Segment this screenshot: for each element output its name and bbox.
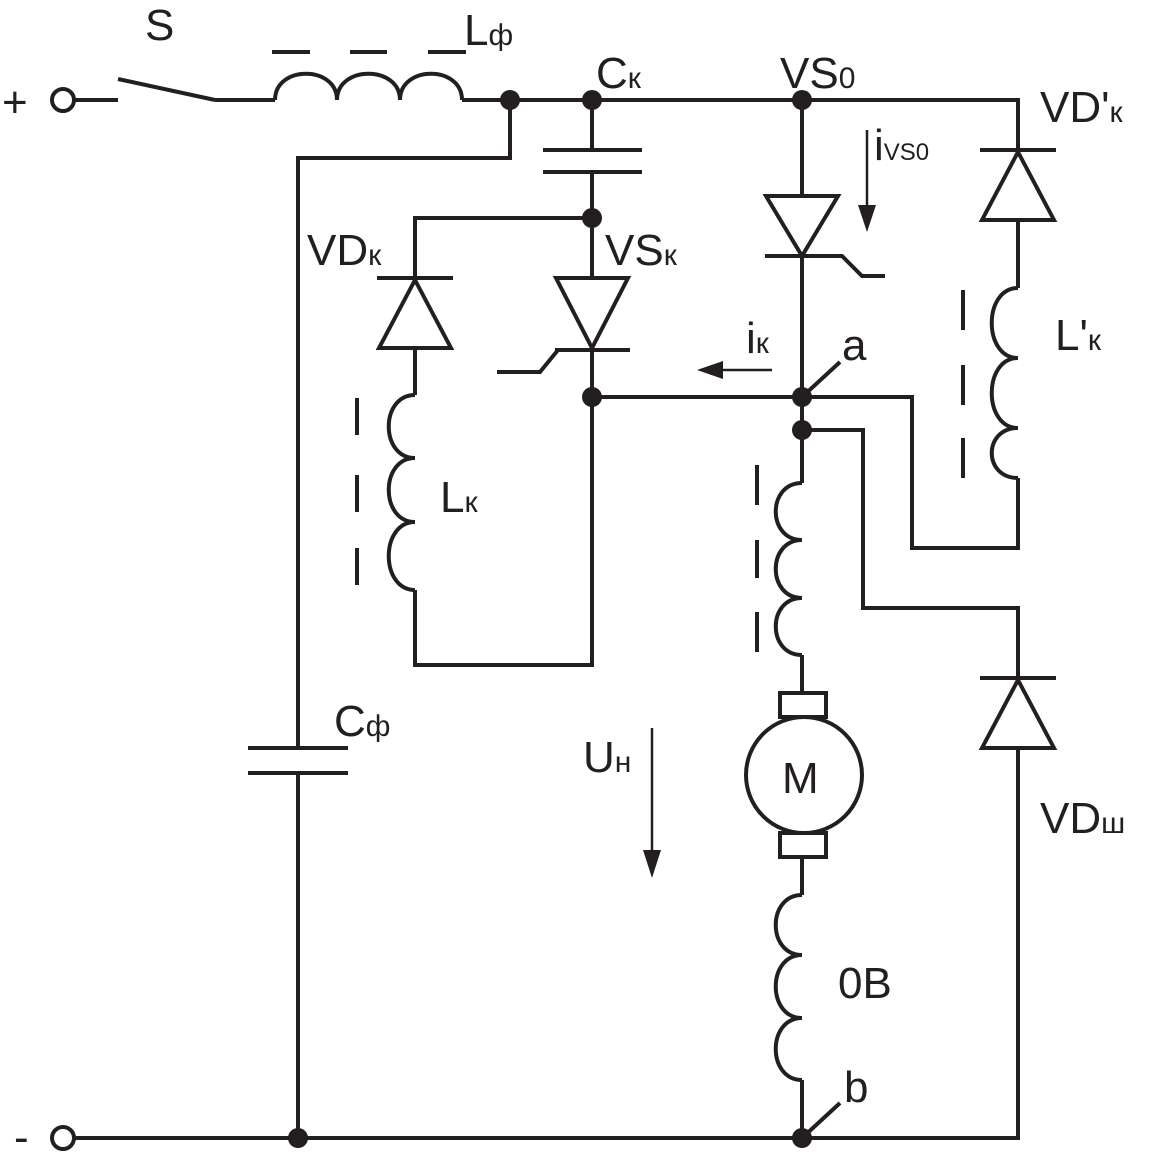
switch-s-label: S — [145, 1, 174, 50]
l-k-prime-label: L'к — [1055, 311, 1102, 360]
motor-label: M — [782, 754, 819, 803]
junction-dot — [582, 387, 602, 407]
switch-s — [117, 77, 216, 102]
i-vs0-label: iVS0 — [874, 121, 929, 170]
minus-terminal — [50, 1125, 76, 1151]
vd-k-prime-label: VD'к — [1040, 83, 1124, 132]
capacitor-c-phi — [248, 746, 348, 775]
motor-circle — [744, 715, 864, 835]
node-b-label: b — [844, 1063, 868, 1112]
inductor-ob — [773, 893, 803, 1082]
terminals — [50, 87, 76, 1151]
ob-label: 0B — [838, 959, 892, 1008]
wires — [75, 98, 1020, 1140]
thyristor-vs0 — [762, 194, 842, 260]
diode-vd-k-prime — [978, 147, 1058, 222]
c-k-label: Cк — [596, 49, 642, 98]
u-n-label: Uн — [583, 733, 631, 782]
thyristor-vs-k — [552, 276, 632, 353]
diode-vd-sh — [978, 675, 1058, 750]
junction-dot — [792, 90, 812, 110]
minus-label: - — [14, 1113, 29, 1154]
diode-vd-k — [375, 275, 455, 350]
junction-dot — [582, 208, 602, 228]
plus-terminal — [50, 87, 76, 113]
junction-dot — [792, 420, 812, 440]
inductor-l-k-prime — [961, 286, 1019, 480]
l-phi-label: Lф — [464, 6, 513, 55]
node-a-pointer — [800, 360, 842, 399]
plus-label: + — [2, 78, 28, 127]
inductor-l-phi — [272, 50, 466, 101]
i-k-label: iк — [746, 314, 770, 363]
vd-sh-label: VDш — [1040, 794, 1125, 843]
inductor-l-k — [355, 393, 416, 592]
motor — [744, 691, 864, 859]
vd-k-label: VDк — [307, 226, 382, 275]
arrow-u-n — [643, 728, 661, 878]
junction-dot — [500, 90, 520, 110]
junction-dot — [582, 90, 602, 110]
node-b-pointer — [800, 1101, 842, 1140]
l-k-label: Lк — [440, 473, 478, 522]
inductor-series-field — [755, 465, 803, 657]
c-phi-label: Cф — [334, 697, 390, 746]
vs0-label: VS0 — [780, 49, 855, 98]
vs-k-label: VSк — [605, 226, 678, 275]
junction-dot — [288, 1128, 308, 1148]
arrow-i-vs0 — [858, 130, 876, 232]
node-a-label: a — [842, 321, 867, 370]
capacitor-c-k — [543, 148, 642, 174]
arrow-i-k — [697, 361, 772, 379]
